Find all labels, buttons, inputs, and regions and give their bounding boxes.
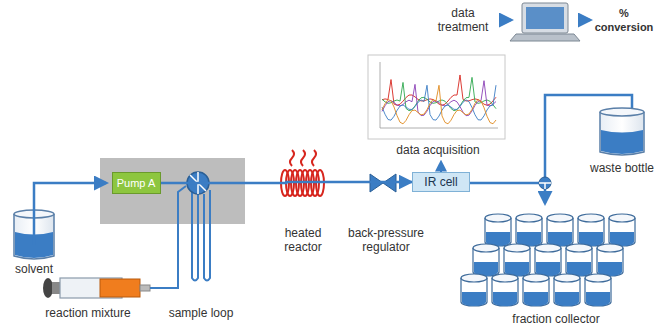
- spectrum-trace: [382, 85, 496, 124]
- fraction-collector: [461, 214, 635, 306]
- collection-tube: [597, 244, 623, 276]
- pump-box: Pump A: [112, 172, 161, 194]
- part-label: solvent: [4, 262, 64, 276]
- pump-panel: [100, 158, 245, 224]
- part-label: % conversion: [593, 6, 655, 34]
- label-text: waste bottle: [590, 161, 654, 175]
- collection-tube: [554, 274, 580, 306]
- label-text: fraction collector: [512, 312, 599, 326]
- collection-tube: [566, 244, 592, 276]
- ir-cell-box: IR cell: [412, 172, 470, 192]
- flow-line: [161, 182, 413, 183]
- spectrum-plot: [368, 55, 505, 139]
- collection-tube: [473, 244, 499, 276]
- part-label: data acquisition: [383, 143, 493, 157]
- collection-tube: [516, 214, 542, 246]
- collection-tube: [535, 244, 561, 276]
- syringe: [43, 186, 186, 298]
- laptop: [500, 3, 590, 41]
- collection-tube: [504, 244, 530, 276]
- collection-tube: [461, 274, 487, 306]
- node-text: Pump A: [117, 177, 156, 189]
- part-label: heated reactor: [273, 226, 333, 254]
- label-text: back-pressure regulator: [348, 226, 424, 254]
- label-text: data acquisition: [396, 143, 479, 157]
- part-label: reaction mixture: [33, 306, 143, 320]
- spectrum-trace: [382, 85, 496, 120]
- waste-bottle: [600, 108, 644, 155]
- label-text: heated reactor: [284, 226, 321, 254]
- part-label: fraction collector: [496, 312, 616, 326]
- label-text: reaction mixture: [45, 306, 130, 320]
- sample-loop: [192, 190, 210, 281]
- signal-arrow: [440, 162, 442, 172]
- collection-tube: [492, 274, 518, 306]
- node-text: IR cell: [424, 175, 457, 189]
- outlet-line: [470, 182, 539, 185]
- part-label: back-pressure regulator: [343, 226, 429, 254]
- label-text: sample loop: [169, 306, 234, 320]
- collection-tube: [585, 274, 611, 306]
- collection-tube: [523, 274, 549, 306]
- label-text: % conversion: [595, 7, 654, 33]
- collection-tube: [609, 214, 635, 246]
- part-label: data treatment: [431, 6, 495, 34]
- solvent-bottle: [14, 183, 106, 259]
- label-text: solvent: [15, 262, 53, 276]
- collection-tube: [578, 214, 604, 246]
- part-label: sample loop: [161, 306, 241, 320]
- label-text: data treatment: [438, 6, 489, 34]
- collection-tube: [485, 214, 511, 246]
- part-label: waste bottle: [589, 161, 655, 175]
- heat-waves: [290, 150, 316, 166]
- collection-tube: [547, 214, 573, 246]
